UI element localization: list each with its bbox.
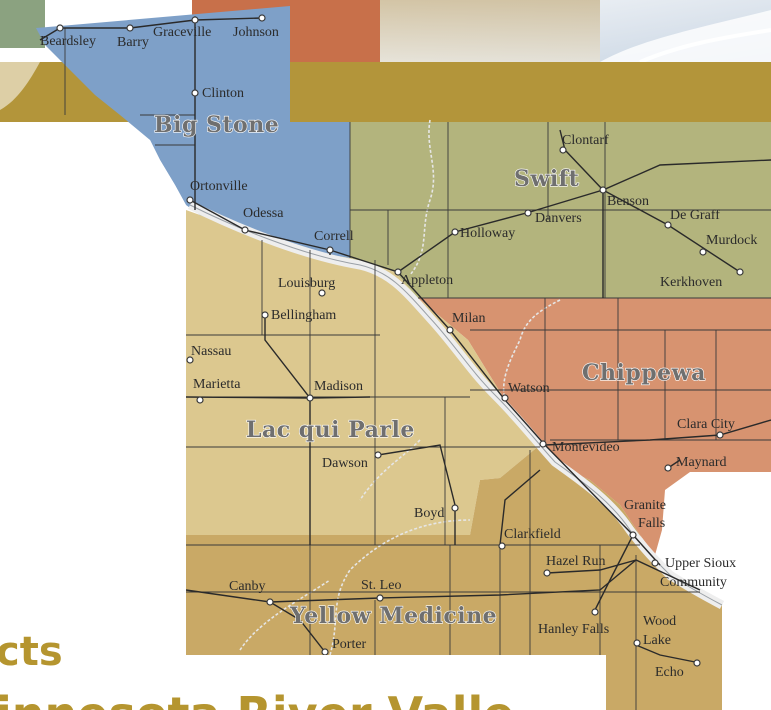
town-dot	[56, 24, 64, 32]
town-label-clarkfield: Clarkfield	[504, 527, 561, 542]
town-dot	[651, 559, 659, 567]
town-dot	[394, 268, 402, 276]
town-dot	[501, 394, 509, 402]
town-label-benson: Benson	[607, 194, 649, 209]
town-dot	[326, 246, 334, 254]
town-dot	[736, 268, 744, 276]
lac-qui-parle-county-region	[186, 210, 540, 535]
town-label-watson: Watson	[508, 381, 550, 396]
county-label-swift: Swift	[514, 166, 580, 192]
roads	[39, 17, 771, 664]
town-label-marietta: Marietta	[193, 377, 241, 392]
town-dot	[559, 146, 567, 154]
county-labels: Big Stone Swift Chippewa Lac qui Parle Y…	[153, 111, 706, 629]
town-label-hanley-falls: Hanley Falls	[538, 622, 609, 637]
town-label-wood: Wood	[643, 614, 676, 629]
town-markers	[56, 14, 744, 667]
town-label-danvers: Danvers	[535, 211, 582, 226]
town-dot	[126, 24, 134, 32]
town-dot	[591, 608, 599, 616]
town-label-lake: Lake	[643, 633, 671, 648]
town-label-granite: Granite	[624, 498, 666, 513]
town-label-dawson: Dawson	[322, 456, 368, 471]
yellow-medicine-county-region	[186, 445, 722, 710]
town-label-nassau: Nassau	[191, 344, 231, 359]
title-area: cts innesota River Valle	[0, 560, 606, 710]
tributaries	[239, 119, 561, 656]
town-dot	[716, 431, 724, 439]
town-label-maynard: Maynard	[676, 455, 727, 470]
town-label-milan: Milan	[452, 311, 485, 326]
town-dot	[664, 464, 672, 472]
town-label-falls: Falls	[638, 516, 665, 531]
town-dot	[186, 356, 194, 364]
town-dot	[191, 89, 199, 97]
town-label-montevideo: Montevideo	[552, 440, 620, 455]
torn-edge	[0, 122, 186, 560]
chippewa-county-region	[418, 298, 771, 555]
town-label-correll: Correll	[314, 229, 354, 244]
title-line-2: innesota River Valle	[0, 687, 514, 710]
town-dot	[258, 14, 266, 22]
town-dot	[498, 542, 506, 550]
header-photo	[0, 0, 771, 64]
town-dot	[196, 396, 204, 404]
town-label-kerkhoven: Kerkhoven	[660, 275, 722, 290]
town-label-de-graff: De Graff	[670, 208, 720, 223]
town-label-upper-sioux: Upper Sioux	[665, 556, 736, 571]
town-label-graceville: Graceville	[153, 25, 211, 40]
town-label-clinton: Clinton	[202, 86, 244, 101]
town-label-johnson: Johnson	[233, 25, 279, 40]
town-dot	[241, 226, 249, 234]
big-stone-county-region	[36, 6, 350, 258]
town-dot	[376, 594, 384, 602]
county-label-chippewa: Chippewa	[582, 360, 706, 386]
town-label-porter: Porter	[332, 637, 367, 652]
town-dot	[446, 326, 454, 334]
town-dot	[693, 659, 701, 667]
town-dot	[306, 394, 314, 402]
town-dot	[699, 248, 707, 256]
town-dot	[321, 648, 329, 656]
town-label-community: Community	[660, 575, 727, 590]
town-label-st-leo: St. Leo	[361, 578, 401, 593]
town-dot	[191, 16, 199, 24]
town-dot	[599, 186, 607, 194]
town-dot	[664, 221, 672, 229]
county-label-big-stone: Big Stone	[154, 112, 279, 138]
town-label-louisburg: Louisburg	[278, 276, 335, 291]
town-label-bellingham: Bellingham	[271, 308, 336, 323]
town-dot	[629, 531, 637, 539]
town-dot	[451, 228, 459, 236]
town-dot	[266, 598, 274, 606]
town-label-madison: Madison	[314, 379, 363, 394]
town-dot	[539, 440, 547, 448]
town-label-odessa: Odessa	[243, 206, 284, 221]
town-dot	[261, 311, 269, 319]
town-label-hazel-run: Hazel Run	[546, 554, 605, 569]
town-labels: Beardsley Barry Graceville Johnson Clint…	[40, 25, 757, 680]
town-dot	[524, 209, 532, 217]
town-label-canby: Canby	[229, 579, 266, 594]
town-label-clara-city: Clara City	[677, 417, 735, 432]
town-label-ortonville: Ortonville	[190, 179, 248, 194]
town-label-barry: Barry	[117, 35, 149, 50]
county-label-yellow-medicine: Yellow Medicine	[289, 603, 497, 629]
town-label-appleton: Appleton	[401, 273, 453, 288]
town-label-murdock: Murdock	[706, 233, 757, 248]
town-dot	[374, 451, 382, 459]
town-dot	[633, 639, 641, 647]
town-label-clontarf: Clontarf	[562, 133, 609, 148]
town-dot	[318, 289, 326, 297]
county-label-lac-qui-parle: Lac qui Parle	[246, 417, 415, 443]
town-label-echo: Echo	[655, 665, 684, 680]
town-label-holloway: Holloway	[460, 226, 515, 241]
town-dot	[451, 504, 459, 512]
town-label-beardsley: Beardsley	[40, 34, 96, 49]
town-dot	[543, 569, 551, 577]
town-dot	[186, 196, 194, 204]
town-label-boyd: Boyd	[414, 506, 444, 521]
title-line-1: cts	[0, 629, 63, 675]
